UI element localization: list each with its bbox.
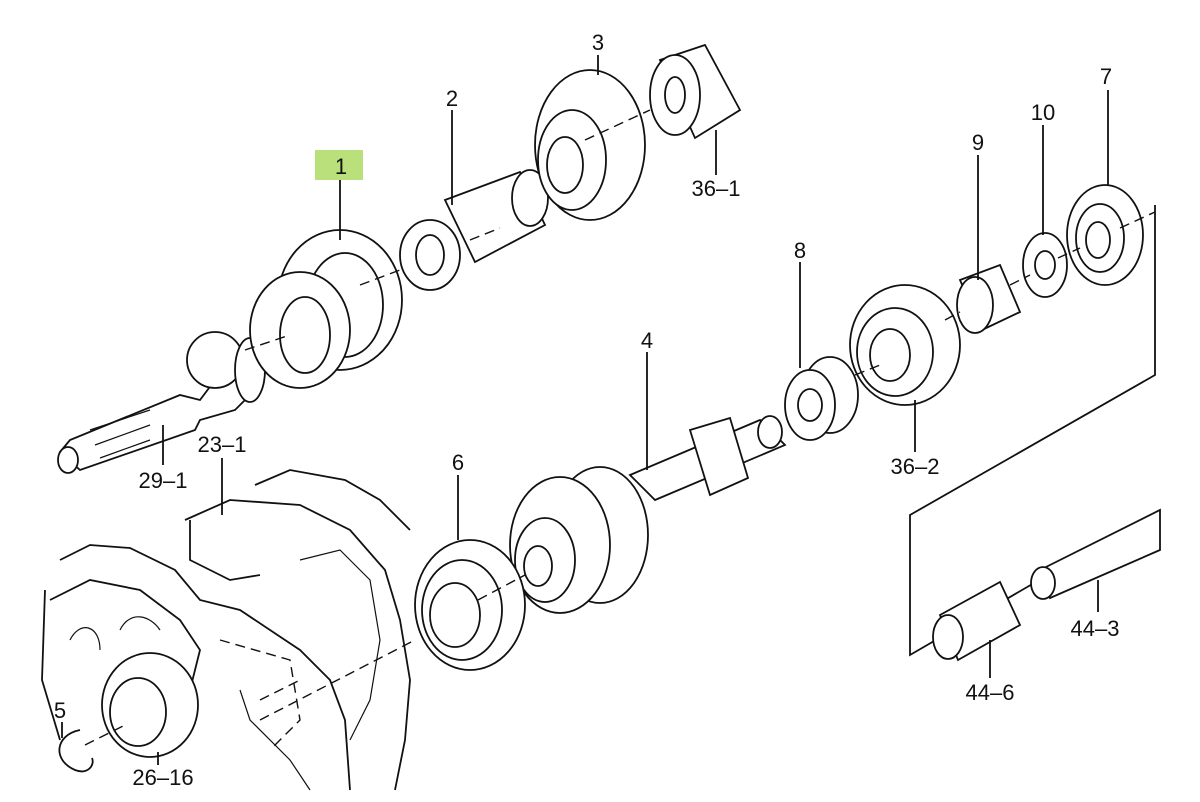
gear-36-2 — [849, 284, 961, 406]
callout-4[interactable]: 4 — [641, 328, 653, 353]
output-shaft — [57, 331, 266, 474]
callout-29-1[interactable]: 29–1 — [139, 468, 188, 493]
transmission-housing — [41, 469, 411, 791]
bearing-6 — [414, 539, 526, 671]
coupling-36-1 — [649, 43, 742, 140]
callout-5[interactable]: 5 — [54, 698, 66, 723]
callout-10[interactable]: 10 — [1031, 100, 1055, 125]
callout-7[interactable]: 7 — [1100, 64, 1112, 89]
callout-26-16[interactable]: 26–16 — [132, 765, 193, 790]
callout-23-1[interactable]: 23–1 — [198, 432, 247, 457]
spacer-8 — [784, 356, 859, 441]
callouts: 1 2 3 36–1 7 10 9 8 4 36–2 29–1 23–1 6 5… — [54, 30, 1120, 790]
callout-36-1[interactable]: 36–1 — [692, 176, 741, 201]
callout-44-6[interactable]: 44–6 — [966, 680, 1015, 705]
countershaft-4 — [509, 415, 787, 614]
gear-3 — [534, 69, 646, 221]
shaft-44-3 — [1030, 508, 1161, 600]
callout-3[interactable]: 3 — [592, 30, 604, 55]
needle-bearing-9 — [956, 263, 1022, 334]
leader-lines — [61, 55, 1109, 765]
bearing-7 — [1066, 184, 1144, 286]
gear-1 — [249, 229, 403, 389]
callout-1[interactable]: 1 — [335, 154, 347, 179]
snap-ring-5 — [58, 729, 94, 773]
callout-2[interactable]: 2 — [446, 86, 458, 111]
callout-1-highlight — [315, 150, 363, 180]
sleeve-44-6 — [932, 580, 1022, 662]
callout-36-2[interactable]: 36–2 — [891, 454, 940, 479]
seal-26-16 — [101, 652, 199, 758]
callout-6[interactable]: 6 — [452, 450, 464, 475]
callout-8[interactable]: 8 — [794, 238, 806, 263]
splined-sleeve-2 — [399, 169, 549, 291]
washer-10 — [1022, 232, 1068, 298]
callout-9[interactable]: 9 — [972, 130, 984, 155]
callout-44-3[interactable]: 44–3 — [1071, 616, 1120, 641]
assembly-axes — [84, 109, 1156, 746]
